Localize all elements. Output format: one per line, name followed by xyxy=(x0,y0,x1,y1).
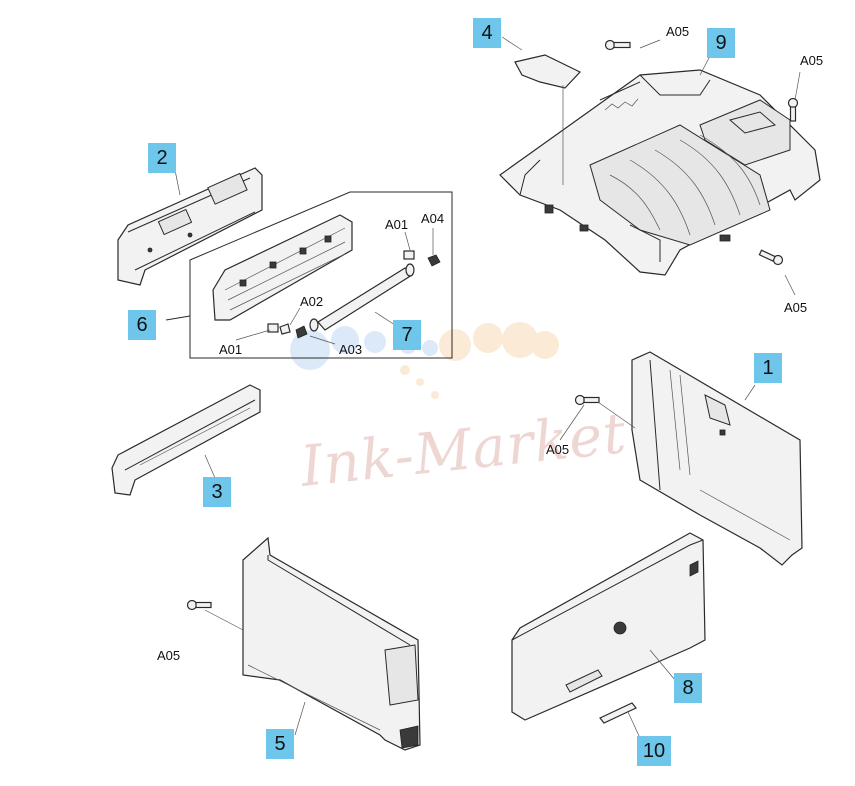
ref-a01-bottom: A01 xyxy=(219,342,243,357)
ref-a05-right: A05 xyxy=(784,300,808,315)
watermark-logo xyxy=(290,322,559,399)
part-1-right-cover xyxy=(597,351,803,566)
callout-5: 5 xyxy=(266,729,294,759)
screw-icon xyxy=(574,394,600,406)
callout-8: 8 xyxy=(674,673,702,703)
ref-a03: A03 xyxy=(339,342,363,357)
callout-6: 6 xyxy=(128,310,156,340)
screw-icon xyxy=(604,39,631,51)
callout-4: 4 xyxy=(473,18,501,48)
part-6-group-box xyxy=(165,191,453,359)
ref-a05-mid: A05 xyxy=(546,442,570,457)
callout-1: 1 xyxy=(754,353,782,383)
part-2-rear-panel xyxy=(117,167,263,286)
ref-a05-top: A05 xyxy=(666,24,690,39)
screw-icon xyxy=(186,599,212,611)
callout-7: 7 xyxy=(393,320,421,350)
screw-icon xyxy=(758,249,784,266)
leader-lines xyxy=(174,36,801,441)
ref-a05-top-right: A05 xyxy=(800,53,824,68)
ref-a04: A04 xyxy=(421,211,445,226)
ref-a02: A02 xyxy=(300,294,324,309)
part-9-top-cover xyxy=(499,69,821,276)
part-8-front-door xyxy=(511,532,706,721)
part-5-left-cover xyxy=(204,536,421,751)
callout-2: 2 xyxy=(148,143,176,173)
screw-icon xyxy=(787,97,799,122)
callout-10: 10 xyxy=(637,736,671,766)
part-3-guide xyxy=(111,384,261,496)
ref-a05-left: A05 xyxy=(157,648,181,663)
ref-a01-top: A01 xyxy=(385,217,409,232)
part-4-plate xyxy=(514,54,581,185)
callout-3: 3 xyxy=(203,477,231,507)
part-10-strip xyxy=(599,702,641,739)
callout-9: 9 xyxy=(707,28,735,58)
